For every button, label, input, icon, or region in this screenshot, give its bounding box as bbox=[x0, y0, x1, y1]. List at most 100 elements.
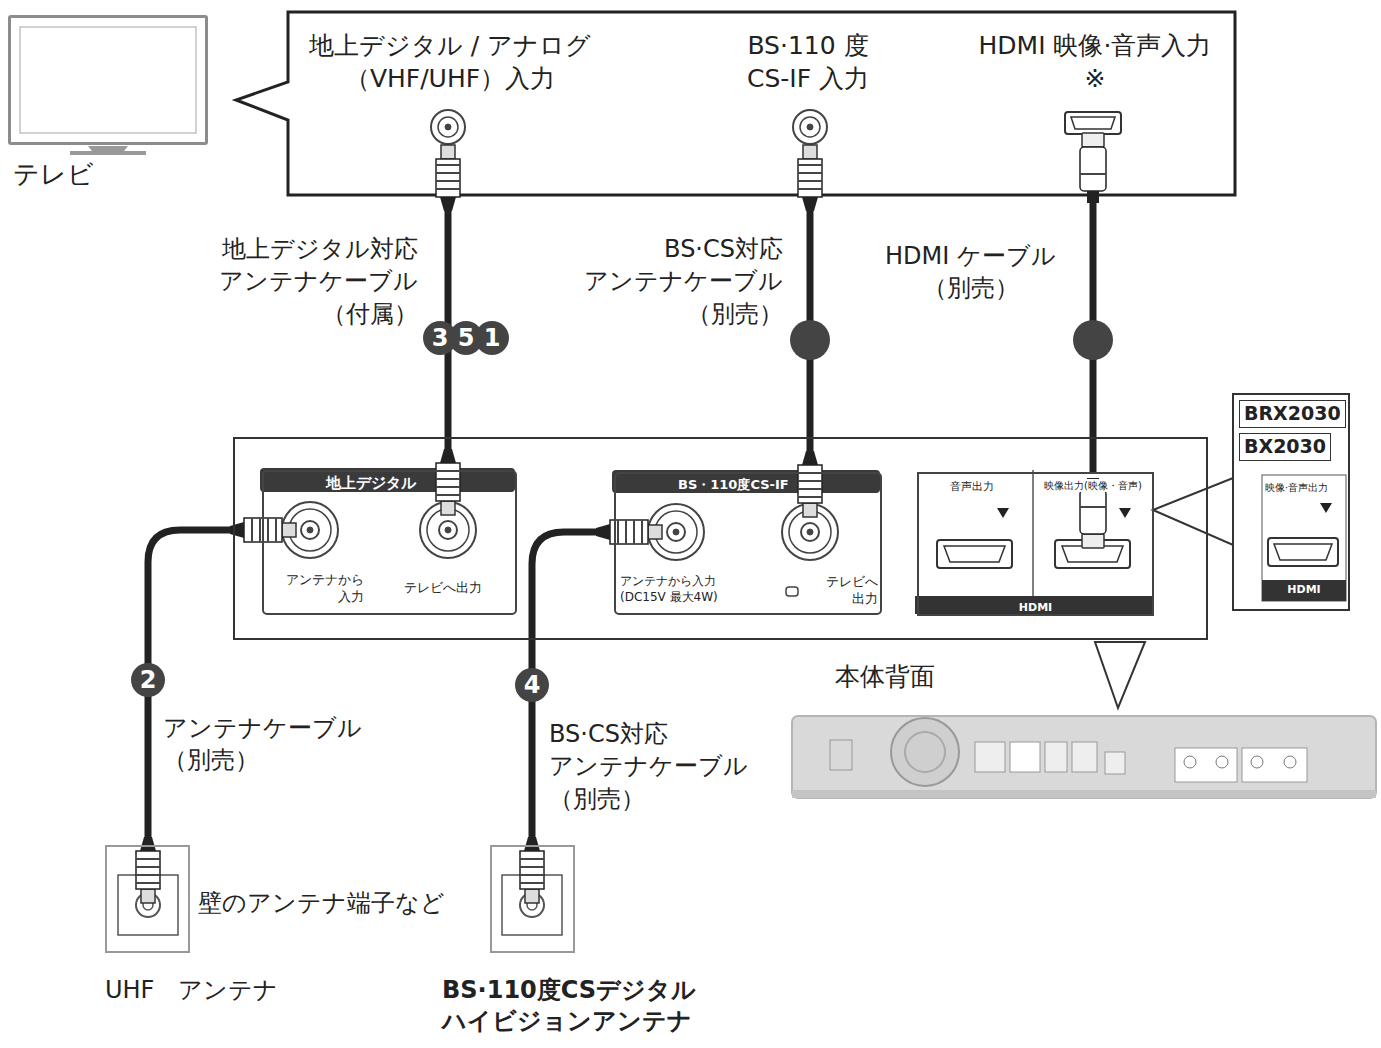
recorder-coax-jack bbox=[282, 502, 338, 558]
cable-marker bbox=[1073, 320, 1113, 360]
coax-plug bbox=[525, 889, 539, 903]
model-callout bbox=[1153, 478, 1233, 545]
node-text: アンテナから入力 (DC15V 最大4W) bbox=[620, 574, 752, 605]
node-text: テレビへ 出力 bbox=[812, 574, 878, 608]
node-text: BS・110度CS-IF bbox=[678, 477, 789, 494]
coax-plug bbox=[798, 180, 822, 182]
coax-plug bbox=[141, 889, 155, 903]
node-text: テレビへ出力 bbox=[404, 580, 482, 597]
coax-plug bbox=[436, 164, 460, 166]
tv-coax-jack bbox=[445, 124, 451, 130]
input-jack: BS·110 度 CS-IF 入力 bbox=[688, 28, 928, 146]
coax-plug bbox=[798, 465, 822, 503]
tv-coax-jack bbox=[431, 110, 827, 144]
tv-coax-jack bbox=[431, 110, 465, 144]
coax-plug bbox=[803, 145, 817, 159]
recorder-coax-jack bbox=[673, 529, 679, 535]
model-callout bbox=[1320, 503, 1332, 513]
hdmi-plug bbox=[1087, 191, 1099, 203]
hdmi-plug bbox=[1080, 133, 1106, 203]
coax-plug bbox=[798, 488, 822, 490]
recorder-picture bbox=[792, 790, 1376, 798]
recorder-picture bbox=[1242, 748, 1307, 782]
cable-label: アンテナケーブル （別売） bbox=[163, 712, 393, 777]
coax-plug bbox=[136, 851, 160, 889]
hdmi-section: 音声出力映像出力(映像・音声)HDMI bbox=[917, 472, 1154, 616]
model-callout: BRX2030BX2030映像·音声出力HDMI bbox=[1232, 393, 1350, 611]
coax-plug bbox=[596, 520, 662, 544]
hdmi-plug bbox=[1080, 490, 1106, 534]
cable-label: BS·CS対応 アンテナケーブル （別売） bbox=[549, 718, 779, 815]
recorder-coax-jack bbox=[282, 502, 838, 596]
cable-label: 地上デジタル対応 アンテナケーブル （付属） bbox=[174, 233, 418, 330]
coax-plug bbox=[275, 518, 277, 542]
node-text: 映像·音声出力 bbox=[1264, 481, 1329, 494]
coax-plug bbox=[798, 188, 822, 190]
recorder-picture bbox=[905, 732, 945, 772]
rear-view-pointer bbox=[1095, 642, 1145, 708]
model-callout bbox=[1268, 538, 1338, 566]
model-callout bbox=[1274, 544, 1332, 560]
coax-plug bbox=[436, 478, 460, 480]
recorder-coax-jack bbox=[439, 521, 457, 539]
coax-plug bbox=[802, 197, 818, 211]
coax-plug bbox=[802, 451, 818, 465]
node-text: HDMI bbox=[1262, 583, 1346, 597]
wall-terminal: BS·110度CSデジタル ハイビジョンアンテナ bbox=[490, 845, 575, 953]
tv-screen bbox=[20, 27, 196, 155]
coax-plug bbox=[436, 494, 460, 496]
coax-plug bbox=[251, 518, 253, 542]
coax-plug bbox=[798, 164, 822, 166]
tv-hdmi-port bbox=[1071, 117, 1115, 129]
recorder-coax-jack bbox=[807, 529, 813, 535]
coax-plug bbox=[440, 197, 456, 211]
input-jack: HDMI 映像·音声入力※ bbox=[975, 28, 1219, 146]
node-text: BRX2030 bbox=[1239, 400, 1346, 428]
recorder-picture bbox=[1216, 756, 1228, 768]
coax-plug bbox=[798, 496, 822, 498]
cable bbox=[148, 530, 262, 845]
recorder-picture bbox=[1251, 756, 1263, 768]
recorder-hdmi-port bbox=[944, 546, 1005, 562]
coax-plug bbox=[803, 503, 817, 517]
coax-plug bbox=[798, 480, 822, 482]
wall-terminal bbox=[118, 875, 562, 935]
tv-screen bbox=[88, 146, 128, 151]
coax-plug bbox=[520, 866, 544, 868]
wall-terminal bbox=[118, 875, 178, 935]
recorder-coax-jack bbox=[667, 523, 685, 541]
model-callout bbox=[1153, 393, 1350, 611]
coax-plug bbox=[798, 145, 822, 211]
coax-plug bbox=[798, 451, 822, 517]
coax-plug bbox=[267, 518, 269, 542]
tv-callout bbox=[236, 12, 1235, 195]
coax-plug bbox=[436, 463, 460, 501]
coax-plug bbox=[440, 449, 456, 463]
recorder-picture bbox=[1175, 748, 1237, 782]
coax-plug bbox=[520, 874, 544, 876]
recorder-picture bbox=[1072, 742, 1097, 772]
node-text: テレビ bbox=[13, 158, 94, 192]
input-jack: 地上デジタル / アナログ （VHF/UHF）入力 bbox=[300, 28, 604, 146]
coax-plug bbox=[436, 145, 460, 211]
coax-plug bbox=[524, 837, 540, 851]
recorder-hdmi-port bbox=[1119, 508, 1131, 518]
coax-plug bbox=[140, 837, 156, 851]
coax-plug bbox=[798, 159, 822, 197]
coax-plug bbox=[282, 523, 296, 537]
tv-screen bbox=[70, 151, 146, 155]
recorder-coax-jack bbox=[445, 527, 451, 533]
tv-coax-jack bbox=[793, 110, 827, 144]
coax-plug bbox=[136, 866, 160, 868]
hdmi-plug bbox=[1080, 147, 1106, 191]
recorder-coax-jack bbox=[420, 502, 476, 558]
terrestrial-section: 地上デジタルアンテナから 入力テレビへ出力 bbox=[262, 470, 517, 615]
model-callout bbox=[1262, 580, 1346, 601]
coax-plug bbox=[136, 858, 160, 860]
tv-coax-jack bbox=[807, 124, 813, 130]
tv-screen bbox=[20, 27, 196, 133]
node-text: アンテナから 入力 bbox=[268, 572, 364, 606]
recorder-hdmi-port bbox=[937, 540, 1012, 568]
coax-plug bbox=[259, 518, 261, 542]
